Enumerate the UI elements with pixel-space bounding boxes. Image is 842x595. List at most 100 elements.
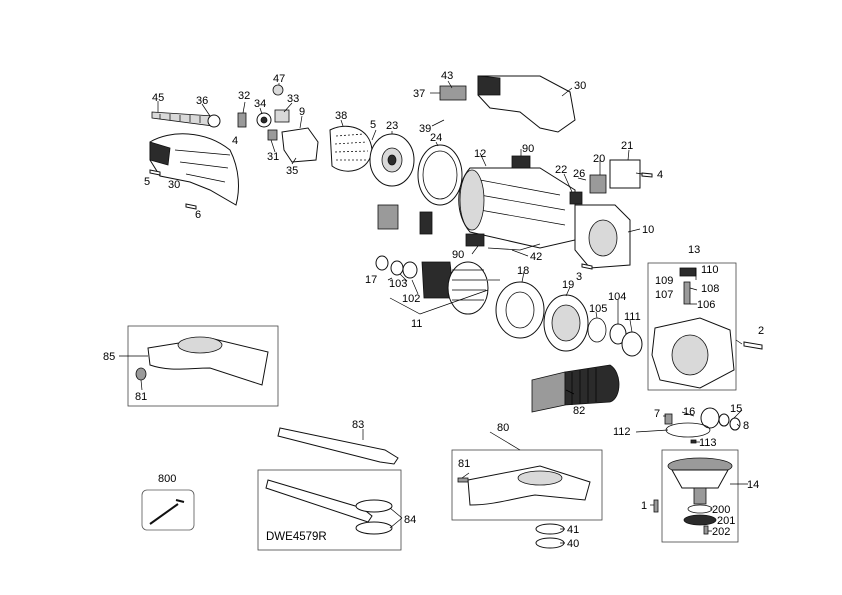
callout-30-right: 30	[574, 80, 586, 92]
callout-105: 105	[589, 303, 607, 315]
brush-components	[569, 159, 641, 205]
side-handle	[531, 364, 620, 413]
o-ring-112	[665, 422, 711, 438]
callout-30-left: 30	[168, 179, 180, 191]
guard-80	[457, 465, 591, 506]
armature	[375, 255, 500, 315]
callout-112: 112	[613, 426, 631, 438]
callout-800: 800	[158, 473, 176, 485]
switch-block	[281, 127, 319, 163]
callout-80: 80	[497, 422, 509, 434]
callout-17: 17	[365, 274, 377, 286]
callout-34: 34	[254, 98, 266, 110]
callout-111: 111	[624, 311, 641, 323]
callout-107: 107	[655, 289, 673, 301]
gear-ring-inner	[551, 304, 581, 342]
callout-110: 110	[701, 264, 719, 276]
callout-1: 1	[641, 500, 647, 512]
callout-104: 104	[608, 291, 626, 303]
callout-45: 45	[152, 92, 164, 104]
callout-13: 13	[688, 244, 700, 256]
fan-baffle	[369, 133, 415, 187]
screw-2	[743, 341, 763, 350]
spindle-assembly	[653, 457, 733, 535]
screw-5-left	[149, 169, 161, 176]
rear-handle-housing-right	[439, 75, 576, 133]
callout-12: 12	[474, 148, 486, 160]
screw-3	[581, 263, 593, 270]
callout-31: 31	[267, 151, 279, 163]
carbon-brush-bottom	[465, 233, 485, 247]
callout-4-left: 4	[232, 135, 238, 147]
rear-handle-housing-left	[149, 133, 239, 206]
callout-202: 202	[712, 526, 730, 538]
model-number: DWE4579R	[266, 531, 327, 543]
flange-40	[535, 537, 565, 549]
callout-37: 37	[413, 88, 425, 100]
leader-lines	[119, 80, 748, 544]
power-cord-strain-relief	[151, 111, 221, 128]
callout-82: 82	[573, 405, 585, 417]
callout-15: 15	[730, 403, 742, 415]
callout-5-left: 5	[144, 176, 150, 188]
cable-42	[487, 243, 541, 251]
callout-42: 42	[530, 251, 542, 263]
callout-2: 2	[758, 325, 764, 337]
callout-201: 201	[717, 515, 735, 527]
motor-housing	[458, 167, 576, 249]
callout-labels: 45 36 32 34 33 47 9 4 31 35 5 30 6 38 5 …	[103, 70, 764, 550]
callout-18: 18	[517, 265, 529, 277]
washer	[621, 331, 643, 357]
box-gear-housing-13	[647, 262, 737, 391]
spanner-wrench-83	[277, 427, 399, 465]
callout-24: 24	[430, 132, 442, 144]
service-cable	[149, 499, 185, 525]
callout-35: 35	[286, 165, 298, 177]
callout-14: 14	[747, 479, 759, 491]
box-guard-80	[451, 449, 603, 521]
callout-102: 102	[402, 293, 420, 305]
callout-5-mid: 5	[370, 119, 376, 131]
brush-holder	[377, 204, 399, 230]
callout-11: 11	[411, 318, 422, 330]
callout-8: 8	[743, 420, 749, 432]
callout-20: 20	[593, 153, 605, 165]
baffle-ring-inner	[422, 150, 458, 200]
spanner-wrench-84	[265, 479, 393, 535]
flange-201	[683, 514, 717, 526]
callout-103: 103	[389, 278, 407, 290]
callout-90-top: 90	[522, 143, 534, 155]
callout-6: 6	[195, 209, 201, 221]
switch-components	[237, 84, 290, 141]
box-cable-800	[141, 489, 195, 531]
bearing-cover-inner	[505, 291, 535, 329]
callout-3: 3	[576, 271, 582, 283]
retaining-ring	[587, 317, 607, 343]
callout-4-right: 4	[657, 169, 663, 181]
callout-90-bottom: 90	[452, 249, 464, 261]
callout-7: 7	[654, 408, 660, 420]
callout-109: 109	[655, 275, 673, 287]
callout-40: 40	[567, 538, 579, 550]
callout-23: 23	[386, 120, 398, 132]
gear-housing	[651, 267, 735, 389]
callout-10: 10	[642, 224, 654, 236]
callout-108: 108	[701, 283, 719, 295]
carbon-brush-top	[511, 155, 531, 169]
washer-200	[687, 504, 713, 514]
spindle-lock-parts	[664, 407, 741, 444]
guard-85	[135, 336, 269, 386]
callout-41: 41	[567, 524, 579, 536]
callout-16: 16	[683, 406, 695, 418]
bearing-cover	[495, 281, 545, 339]
callout-81-left: 81	[135, 391, 147, 403]
callout-47: 47	[273, 73, 285, 85]
callout-113: 113	[699, 437, 717, 449]
callout-106: 106	[697, 299, 715, 311]
callout-39: 39	[419, 123, 431, 135]
screw-4-right	[641, 172, 653, 178]
screw-6	[185, 203, 197, 210]
callout-38: 38	[335, 110, 347, 122]
callout-83: 83	[352, 419, 364, 431]
box-spindle-14	[661, 449, 739, 543]
